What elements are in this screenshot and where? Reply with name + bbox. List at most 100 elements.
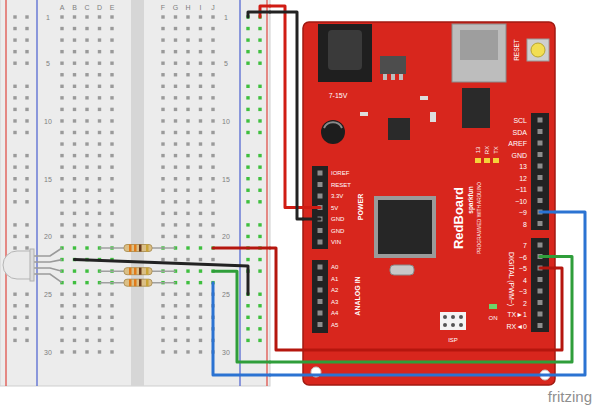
breadboard-hole [246, 177, 249, 180]
pin-label: RX◄0 [506, 322, 527, 329]
breadboard-hole [199, 50, 202, 53]
led-leg [32, 248, 62, 256]
jumper-wire [270, 12, 303, 219]
led-label: ON [489, 315, 498, 321]
breadboard-hole [161, 304, 164, 307]
power-led [489, 304, 497, 309]
breadboard-hole [73, 293, 76, 296]
breadboard-hole [199, 15, 202, 18]
header-pin [538, 187, 543, 192]
breadboard-hole [25, 85, 28, 88]
isp-pin [451, 315, 455, 319]
led-leg [32, 274, 62, 283]
breadboard-hole [98, 293, 101, 296]
breadboard-hole [73, 27, 76, 30]
breadboard-hole [73, 165, 76, 168]
breadboard-hole [25, 327, 28, 330]
breadboard-hole [174, 200, 177, 203]
breadboard-hole [73, 62, 76, 65]
brand-logo: sparkfun [468, 186, 475, 213]
wire-stub [303, 206, 320, 209]
header-pin [538, 164, 543, 169]
pin-label: A4 [331, 310, 338, 316]
breadboard-hole [85, 73, 88, 76]
breadboard-hole [199, 96, 202, 99]
breadboard-hole [110, 27, 113, 30]
pin-label: ~5 [519, 265, 527, 272]
breadboard-hole [110, 119, 113, 122]
breadboard-hole [211, 212, 214, 215]
breadboard-hole [98, 212, 101, 215]
header-label: ISP [448, 337, 458, 343]
breadboard-hole [98, 154, 101, 157]
rail-line [266, 0, 267, 386]
column-letter: A [60, 4, 65, 11]
breadboard-hole [211, 200, 214, 203]
breadboard-hole [246, 27, 249, 30]
pin-label: 8 [523, 220, 527, 227]
breadboard-hole [161, 154, 164, 157]
smd-part [360, 112, 368, 116]
breadboard-hole [258, 154, 261, 157]
row-number: 1 [224, 14, 228, 21]
breadboard-hole [199, 304, 202, 307]
breadboard-hole [246, 223, 249, 226]
breadboard-hole [98, 200, 101, 203]
breadboard-hole [25, 154, 28, 157]
breadboard-hole [258, 27, 261, 30]
breadboard-hole [161, 62, 164, 65]
breadboard-hole [60, 350, 63, 353]
header-pin [318, 182, 323, 187]
breadboard-hole [73, 177, 76, 180]
breadboard-hole [211, 85, 214, 88]
status-led [484, 158, 490, 163]
led-flange [30, 249, 34, 281]
breadboard-hole [73, 235, 76, 238]
breadboard-hole [186, 96, 189, 99]
breadboard-hole [174, 50, 177, 53]
breadboard-hole [199, 119, 202, 122]
breadboard-hole [246, 235, 249, 238]
breadboard-hole [60, 96, 63, 99]
breadboard-hole [246, 96, 249, 99]
breadboard-hole [199, 142, 202, 145]
led-label: 13 [475, 147, 481, 154]
breadboard-hole [186, 350, 189, 353]
breadboard-hole [174, 131, 177, 134]
breadboard-hole [110, 235, 113, 238]
breadboard-hole [110, 212, 113, 215]
breadboard-hole [60, 50, 63, 53]
header-pin [538, 198, 543, 203]
breadboard-hole [85, 15, 88, 18]
breadboard-hole [186, 142, 189, 145]
breadboard-hole [161, 212, 164, 215]
breadboard-hole [258, 304, 261, 307]
breadboard-hole [85, 108, 88, 111]
breadboard-hole [73, 73, 76, 76]
breadboard-hole [186, 27, 189, 30]
breadboard-hole [60, 200, 63, 203]
breadboard-hole [98, 177, 101, 180]
breadboard-hole [186, 281, 189, 284]
breadboard-hole [258, 96, 261, 99]
breadboard-hole [161, 119, 164, 122]
breadboard-hole [98, 165, 101, 168]
breadboard-hole [25, 15, 28, 18]
capacitor [321, 120, 345, 144]
breadboard-hole [161, 142, 164, 145]
breadboard-hole [73, 304, 76, 307]
breadboard-hole [85, 142, 88, 145]
breadboard-hole [161, 27, 164, 30]
resistor-band [139, 279, 142, 286]
usb-socket [460, 30, 498, 60]
breadboard-hole [161, 258, 164, 261]
breadboard-hole [98, 50, 101, 53]
breadboard-hole [25, 27, 28, 30]
breadboard-hole [199, 108, 202, 111]
breadboard-hole [199, 27, 202, 30]
breadboard-hole [73, 85, 76, 88]
smd-part [430, 112, 436, 122]
breadboard-hole [186, 108, 189, 111]
wire-stub [213, 247, 270, 250]
breadboard-hole [98, 62, 101, 65]
